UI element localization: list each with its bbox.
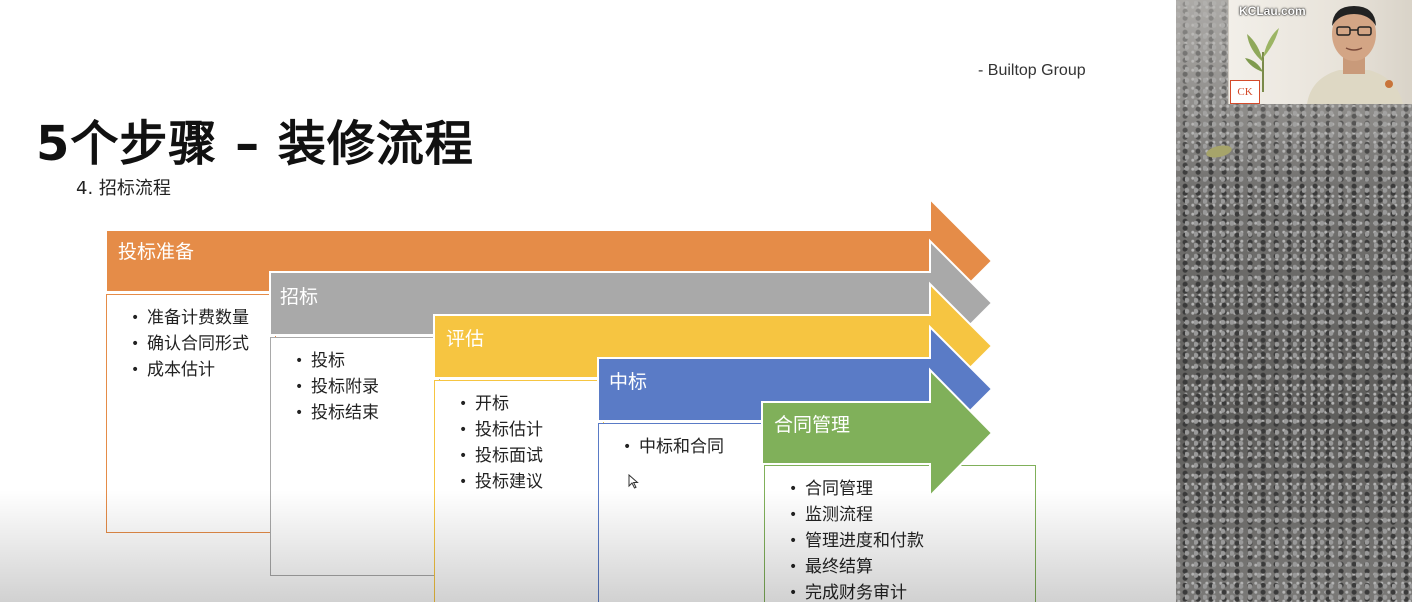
process-arrows	[106, 199, 994, 499]
presenter-avatar	[1307, 6, 1403, 104]
list-item: 最终结算	[765, 554, 1035, 580]
ck-logo: CK	[1230, 80, 1260, 104]
presentation-slide: - Builtop Group 5个步骤 – 装修流程 4. 招标流程 准备计费…	[0, 0, 1176, 602]
slide-subtitle: 4. 招标流程	[76, 178, 171, 199]
list-item: 管理进度和付款	[765, 528, 1035, 554]
list-item: 投标面试	[435, 443, 603, 469]
step-box-1: 准备计费数量 确认合同形式 成本估计	[106, 294, 276, 533]
step-label-5: 合同管理	[774, 414, 851, 436]
step-box-5: 合同管理 监测流程 管理进度和付款 最终结算 完成财务审计	[764, 465, 1036, 602]
list-item: 监测流程	[765, 502, 1035, 528]
step-label-2: 招标	[280, 286, 319, 308]
slide-title: 5个步骤 – 装修流程	[36, 116, 474, 172]
step-box-4: 中标和合同	[598, 423, 768, 602]
step-box-3: 开标 投标估计 投标面试 投标建议	[434, 380, 604, 602]
list-item: 投标结束	[271, 400, 439, 426]
list-item: 中标和合同	[599, 434, 767, 460]
channel-brand-label: KCLau.com	[1239, 4, 1306, 18]
step-label-4: 中标	[609, 371, 648, 393]
video-feed-panel: CK KCLau.com	[1176, 0, 1412, 602]
arrow-step-5	[761, 367, 994, 499]
list-item: 投标建议	[435, 469, 603, 495]
list-item: 投标估计	[435, 417, 603, 443]
step-label-3: 评估	[446, 328, 485, 350]
plant-icon	[1245, 28, 1279, 92]
list-item: 准备计费数量	[107, 305, 275, 331]
mouse-cursor-icon	[628, 474, 639, 489]
webcam-feed[interactable]: CK KCLau.com	[1228, 0, 1412, 104]
list-item: 开标	[435, 391, 603, 417]
list-item: 成本估计	[107, 357, 275, 383]
slide-attribution: - Builtop Group	[978, 62, 1086, 79]
list-item: 合同管理	[765, 476, 1035, 502]
list-item: 投标	[271, 348, 439, 374]
step-label-1: 投标准备	[118, 241, 195, 263]
list-item: 完成财务审计	[765, 580, 1035, 602]
step-box-2: 投标 投标附录 投标结束	[270, 337, 440, 576]
list-item: 确认合同形式	[107, 331, 275, 357]
list-item: 投标附录	[271, 374, 439, 400]
